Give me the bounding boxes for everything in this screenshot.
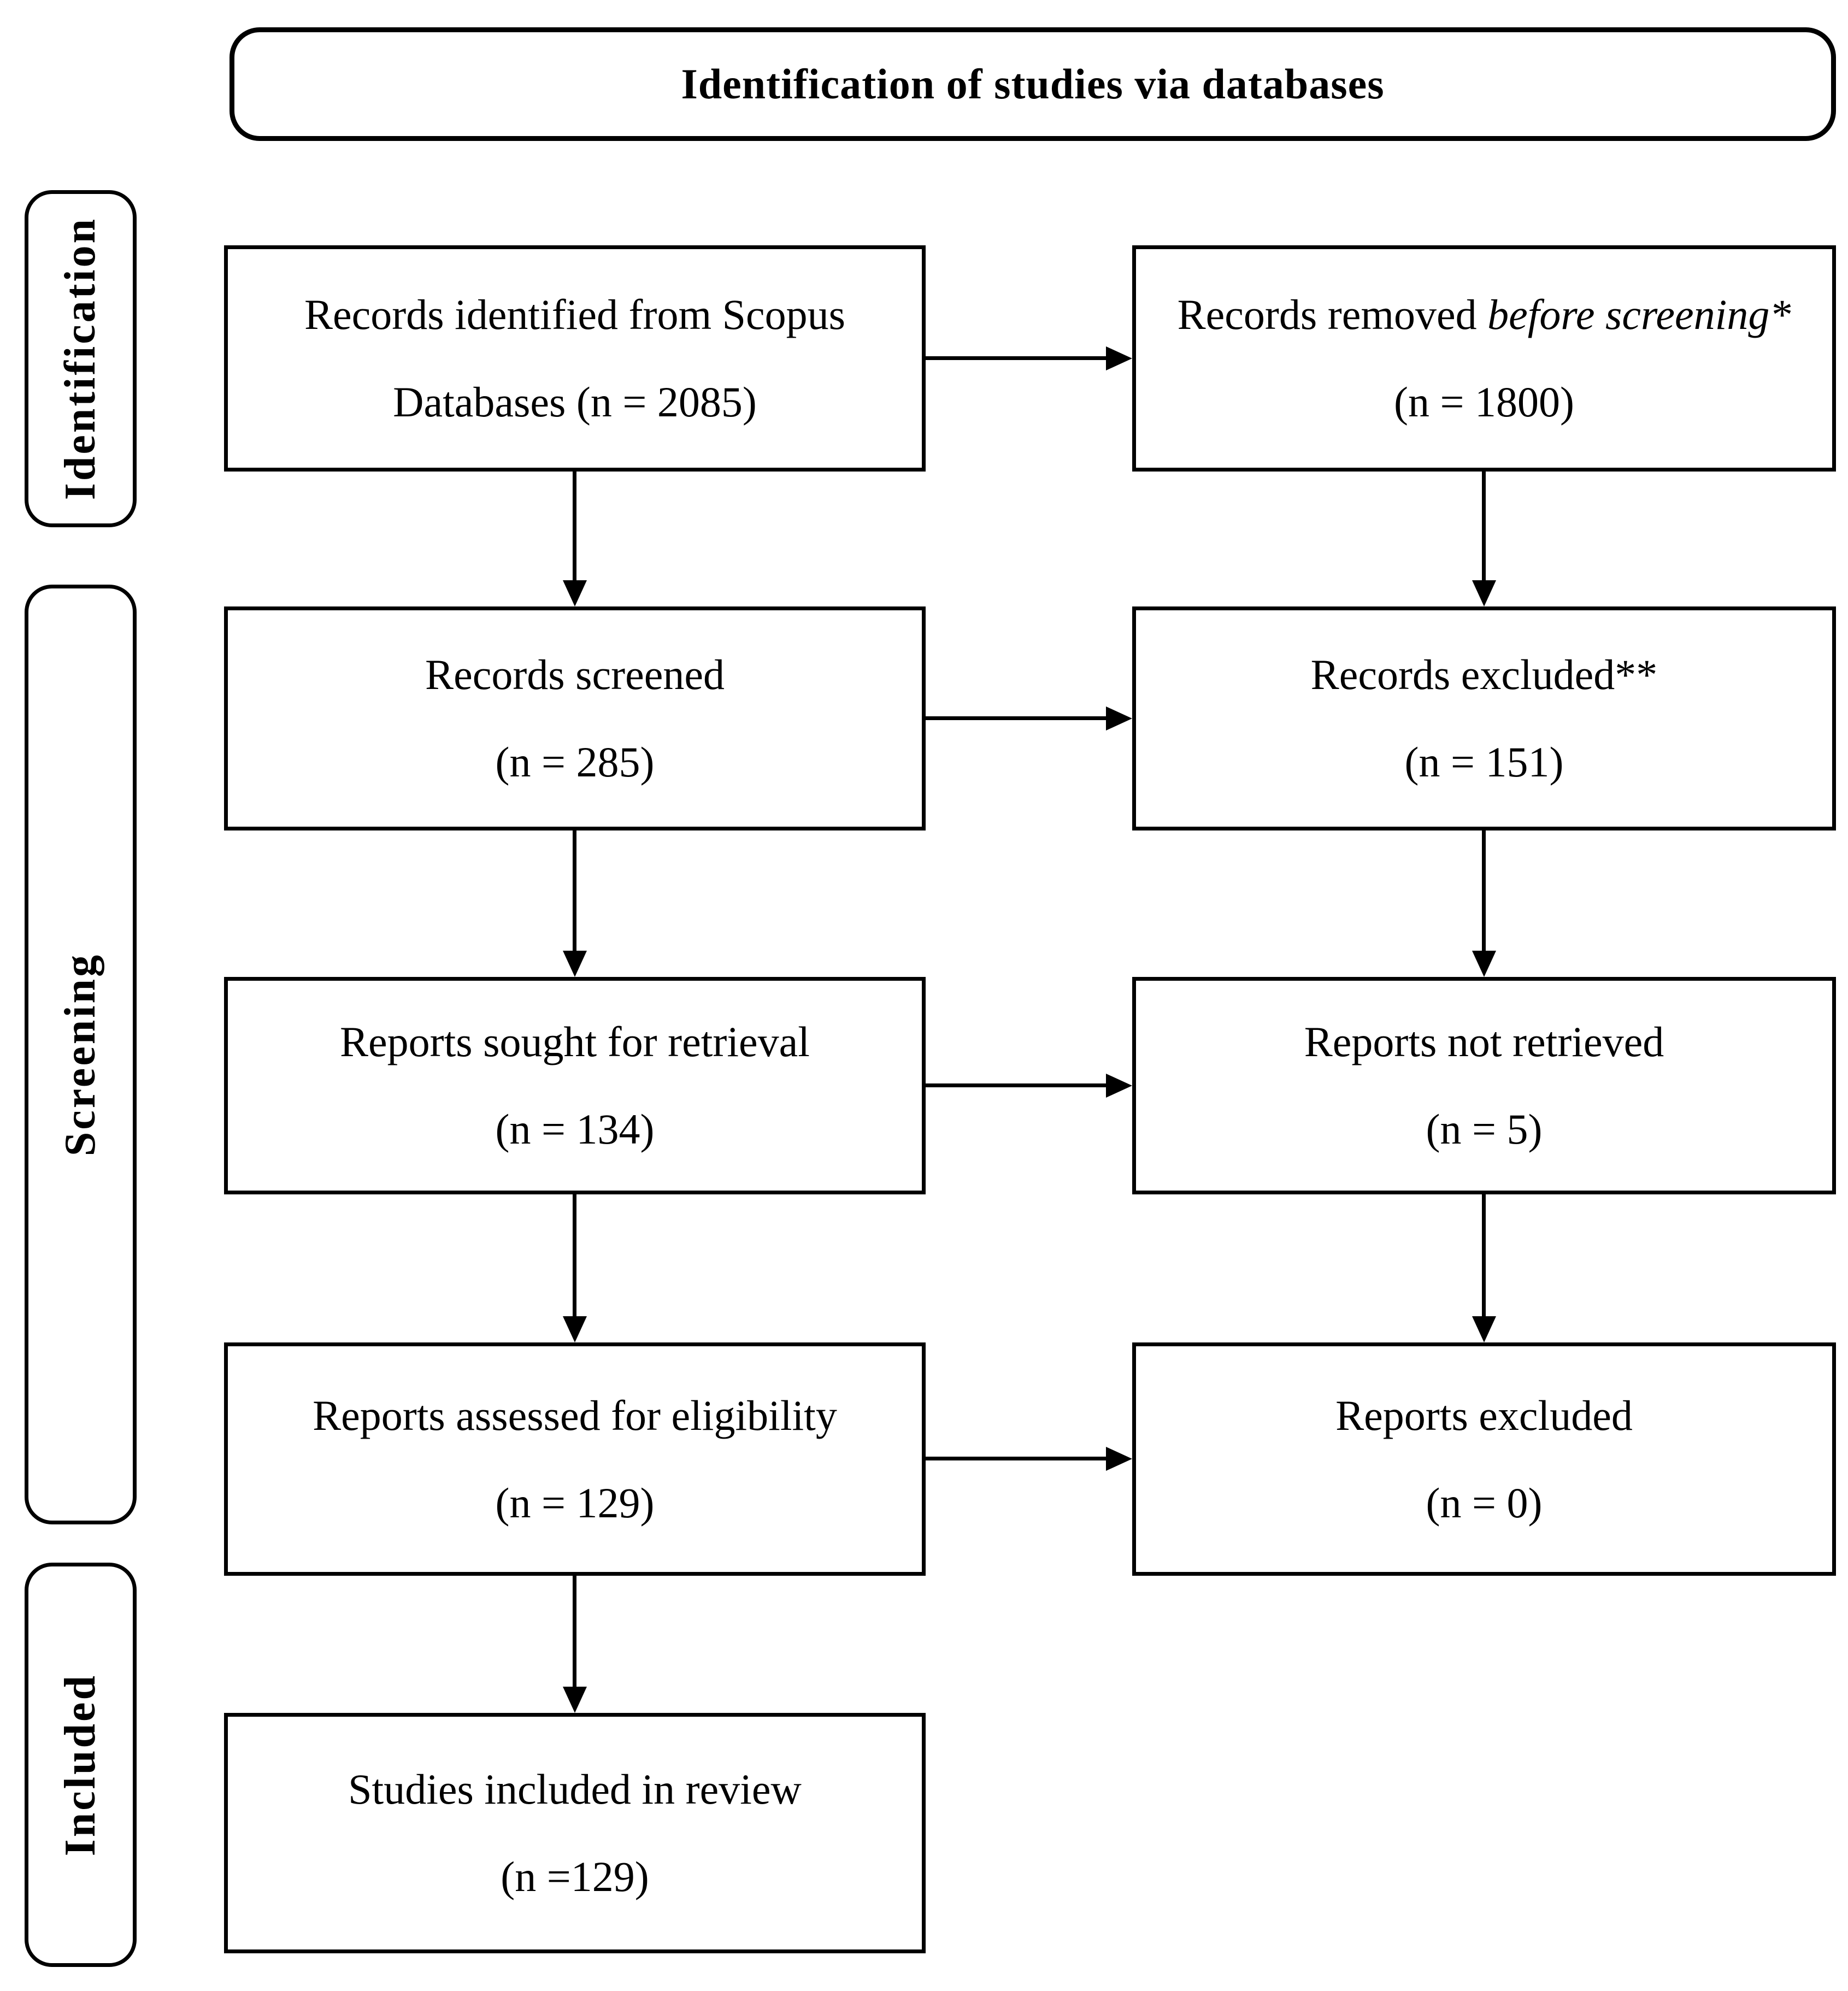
arrow-line-assessed-to-included: [573, 1576, 576, 1687]
phase-label-text: Screening: [56, 952, 104, 1157]
box-text-line: Reports not retrieved: [1304, 1018, 1664, 1066]
box-text-line: Studies included in review: [348, 1765, 802, 1813]
box-text-line: Reports assessed for eligibility: [313, 1391, 837, 1439]
arrow-head-assessed-to-reports-excluded: [1106, 1447, 1132, 1471]
phase-label-included: Included: [25, 1563, 137, 1967]
box-text-line: (n = 151): [1404, 738, 1564, 786]
header-banner: Identification of studies via databases: [229, 27, 1836, 141]
arrow-head-screened-to-excluded: [1106, 706, 1132, 731]
arrow-head-assessed-to-included: [563, 1687, 587, 1713]
phase-label-screening: Screening: [25, 585, 137, 1524]
box-reports-excluded: Reports excluded (n = 0): [1132, 1342, 1836, 1576]
box-records-screened: Records screened (n = 285): [224, 606, 926, 830]
header-title: Identification of studies via databases: [681, 60, 1385, 108]
arrow-head-screened-to-sought: [563, 951, 587, 977]
arrow-line-sought-to-assessed: [573, 1194, 576, 1316]
arrow-line-removed-to-excluded: [1482, 472, 1486, 580]
box-records-excluded: Records excluded** (n = 151): [1132, 606, 1836, 830]
arrow-head-excluded-to-not-retrieved: [1472, 951, 1496, 977]
box-reports-assessed: Reports assessed for eligibility (n = 12…: [224, 1342, 926, 1576]
phase-label-identification: Identification: [25, 190, 137, 527]
arrow-head-identified-to-removed: [1106, 346, 1132, 370]
arrow-line-identified-to-removed: [926, 356, 1106, 360]
arrow-head-identified-to-screened: [563, 580, 587, 606]
box-text-line: (n = 285): [495, 738, 655, 786]
box-reports-not-retrieved: Reports not retrieved (n = 5): [1132, 977, 1836, 1194]
box-records-removed: Records removed before screening* (n = 1…: [1132, 245, 1836, 472]
box-text-line: (n = 134): [495, 1105, 655, 1153]
arrow-line-screened-to-excluded: [926, 716, 1106, 720]
box-text-line: Databases (n = 2085): [393, 378, 757, 426]
arrow-head-removed-to-excluded: [1472, 580, 1496, 606]
box-text-line: (n =129): [501, 1853, 649, 1900]
arrow-line-excluded-to-not-retrieved: [1482, 830, 1486, 951]
arrow-head-not-retrieved-to-reports-excluded: [1472, 1316, 1496, 1342]
box-text-line: Reports sought for retrieval: [340, 1018, 810, 1066]
arrow-line-sought-to-not-retrieved: [926, 1083, 1106, 1087]
arrow-head-sought-to-not-retrieved: [1106, 1074, 1132, 1098]
box-records-identified: Records identified from Scopus Databases…: [224, 245, 926, 472]
arrow-line-not-retrieved-to-reports-excluded: [1482, 1194, 1486, 1316]
box-text-line: (n = 5): [1426, 1105, 1543, 1153]
arrow-line-screened-to-sought: [573, 830, 576, 951]
box-text-line: Records removed before screening*: [1178, 271, 1791, 358]
phase-label-text: Included: [56, 1673, 104, 1857]
box-text-line: (n = 1800): [1394, 378, 1574, 426]
box-text-line: Records excluded**: [1310, 651, 1658, 699]
arrow-line-identified-to-screened: [573, 472, 576, 580]
box-text-line: Records identified from Scopus: [304, 291, 845, 339]
box-text-italic: before screening*: [1487, 291, 1791, 339]
box-text-line: (n = 0): [1426, 1478, 1543, 1527]
box-studies-included: Studies included in review (n =129): [224, 1713, 926, 1953]
box-text-line: Records screened: [425, 651, 725, 699]
arrow-line-assessed-to-reports-excluded: [926, 1457, 1106, 1460]
box-text-line: (n = 129): [495, 1478, 655, 1527]
box-text-line: Reports excluded: [1335, 1391, 1633, 1439]
arrow-head-sought-to-assessed: [563, 1316, 587, 1342]
box-reports-sought: Reports sought for retrieval (n = 134): [224, 977, 926, 1194]
box-text-prefix: Records removed: [1177, 291, 1488, 339]
phase-label-text: Identification: [56, 217, 104, 500]
